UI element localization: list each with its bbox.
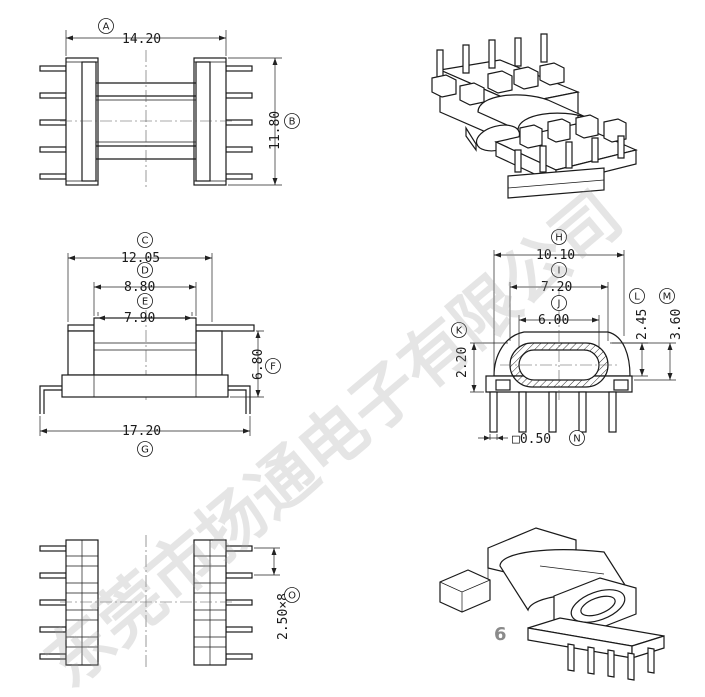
dim-e-value: 7.90 — [124, 311, 155, 326]
isometric-view-top — [431, 33, 638, 199]
dim-c-label: C — [142, 236, 149, 247]
dim-e-label: E — [142, 297, 148, 308]
dim-d-value: 8.80 — [124, 280, 155, 295]
dim-h-label: H — [555, 233, 563, 244]
side-view: 10.10 H 7.20 I 6.00 J 2.20 K 2.45 L 3.60… — [451, 229, 684, 447]
dim-o-label: O — [288, 591, 296, 602]
front-pin-blocks — [519, 114, 627, 149]
front-view: 12.05 C 8.80 D 7.90 E 6.80 F 17.20 G — [39, 232, 281, 457]
front-pins — [514, 135, 625, 173]
rear-pins — [436, 33, 548, 81]
dim-k-label: K — [456, 326, 463, 337]
page-number: 6 — [494, 624, 507, 645]
bottom-view-right-pins — [225, 545, 253, 660]
dim-m-label: M — [663, 292, 672, 303]
dim-n-label: N — [573, 434, 580, 445]
dim-f-label: F — [270, 362, 276, 373]
dim-a-label: A — [103, 22, 110, 33]
dim-l-label: L — [634, 292, 640, 303]
dim-m-value: 3.60 — [669, 309, 684, 340]
top-view-left-pins — [39, 65, 67, 180]
dim-h-value: 10.10 — [536, 248, 575, 263]
dim-i-label: I — [558, 266, 561, 277]
dim-n-value: □0.50 — [512, 432, 551, 447]
dim-a-value: 14.20 — [122, 32, 161, 47]
dim-g-label: G — [141, 445, 149, 456]
dim-o-value: 2.50×8 — [276, 593, 291, 640]
bottom-iso-pins — [567, 643, 655, 681]
bottom-view: 2.50×8 O — [39, 535, 300, 670]
dim-i-value: 7.20 — [541, 280, 572, 295]
top-view: 14.20 A 11.80 B — [39, 18, 300, 190]
dim-d-label: D — [141, 266, 149, 277]
dim-j-value: 6.00 — [538, 313, 569, 328]
rear-pin-blocks — [431, 62, 565, 106]
isometric-view-bottom — [439, 527, 665, 681]
dim-k-value: 2.20 — [455, 347, 470, 378]
side-view-pins — [489, 391, 617, 433]
dim-l-value: 2.45 — [635, 309, 650, 340]
dim-c-value: 12.05 — [121, 251, 160, 266]
dim-j-label: J — [557, 299, 561, 310]
top-view-right-pins — [225, 65, 253, 180]
dim-b-label: B — [289, 117, 296, 128]
dim-g-value: 17.20 — [122, 424, 161, 439]
dim-b-value: 11.80 — [268, 111, 283, 150]
dim-f-value: 6.80 — [251, 349, 266, 380]
